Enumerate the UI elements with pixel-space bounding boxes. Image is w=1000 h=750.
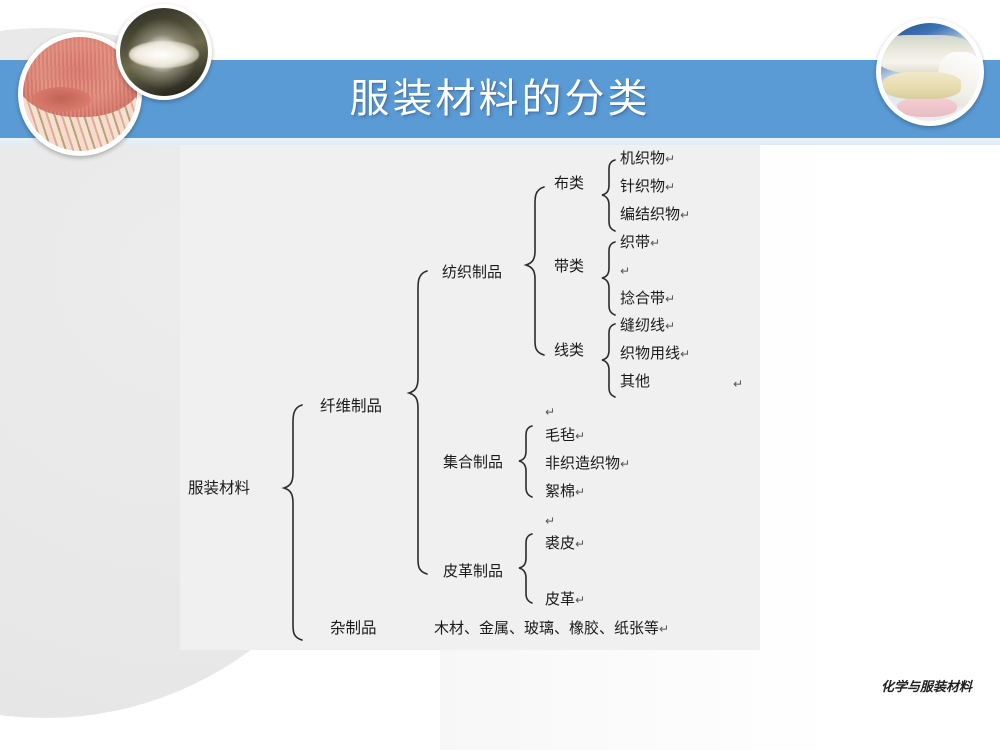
leaf-other-thread-label: 其他: [620, 372, 651, 390]
white-fiber-dark-photo-image: [120, 8, 208, 96]
leaf-fur-label: 裘皮: [545, 534, 576, 552]
cr-mark-icon: ↵: [650, 236, 661, 250]
leaf-leather-label: 皮革: [545, 590, 576, 608]
cr-mark-icon: ↵: [680, 347, 691, 361]
node-misc-products: 杂制品: [330, 619, 377, 637]
page-title: 服装材料的分类: [349, 76, 651, 122]
leaf-twisted-tape-label: 捻合带: [620, 289, 666, 307]
leaf-braided-fabric: 编结织物↵: [620, 204, 690, 225]
white-fiber-dark-photo: [116, 4, 212, 100]
leaf-fabric-thread: 织物用线↵: [620, 343, 690, 364]
leaf-misc-list: 木材、金属、玻璃、橡胶、纸张等↵: [434, 618, 669, 639]
leaf-woven-fabric-label: 机织物: [620, 149, 666, 167]
cr-mark-icon: ↵: [575, 537, 586, 551]
leaf-woven-tape: 织带↵: [620, 232, 660, 253]
brace-leather-products: [518, 533, 533, 604]
folded-pastel-fabric-photo: [876, 18, 984, 126]
diagram-braces: [281, 159, 616, 641]
brace-root: [281, 404, 303, 641]
cr-mark-icon: ↵: [665, 292, 676, 306]
cr-mark-icon: ↵: [620, 264, 631, 278]
leaf-woven-fabric: 机织物↵: [620, 148, 675, 169]
leaf-sewing-thread-label: 缝纫线: [620, 316, 666, 334]
leaf-woven-tape-label: 织带: [620, 233, 651, 251]
leaf-felt: 毛毡↵: [545, 425, 585, 446]
fabric-roll-pink: [896, 97, 958, 118]
node-textile-products: 纺织制品: [442, 263, 503, 281]
leaf-felt-label: 毛毡: [545, 426, 576, 444]
cr-mark-icon-aggregate-top: ↵: [545, 405, 556, 419]
leaf-fur: 裘皮↵: [545, 533, 585, 554]
brace-fiber-products: [406, 270, 428, 575]
cr-mark-icon: ↵: [575, 593, 586, 607]
cr-mark-icon: ↵: [659, 622, 670, 636]
leaf-nonwoven-label: 非织造织物: [545, 454, 621, 472]
leaf-sewing-thread: 缝纫线↵: [620, 315, 675, 336]
leaf-twisted-tape: 捻合带↵: [620, 288, 675, 309]
leaf-knitted-fabric: 针织物↵: [620, 176, 675, 197]
cr-mark-icon: ↵: [665, 319, 676, 333]
cr-mark-icon: ↵: [665, 152, 676, 166]
leaf-knitted-fabric-label: 针织物: [620, 177, 666, 195]
leaf-other-thread: 其他: [620, 371, 650, 391]
leaf-nonwoven: 非织造织物↵: [545, 453, 630, 474]
cr-mark-icon-leather-top: ↵: [545, 514, 556, 528]
cr-mark-icon: ↵: [680, 208, 691, 222]
slide-footer: 化学与服装材料: [880, 680, 972, 695]
node-aggregate-products: 集合制品: [443, 453, 504, 471]
folded-pastel-fabric-photo-image: [881, 23, 979, 121]
node-thread-class: 线类: [554, 341, 585, 359]
cr-mark-icon: ↵: [620, 457, 631, 471]
node-root: 服装材料: [188, 479, 251, 497]
cr-mark-icon-other-thread: ↵: [733, 377, 744, 391]
cr-mark-icon: ↵: [665, 180, 676, 194]
diagram-panel: [180, 143, 760, 650]
leaf-wadding-label: 絮棉: [545, 482, 576, 500]
leaf-fabric-thread-label: 织物用线: [620, 344, 681, 362]
brace-thread-class: [601, 323, 616, 398]
leaf-tape-blank: ↵: [620, 260, 630, 281]
brace-aggregate-products: [518, 425, 533, 498]
title-banner-underline: [0, 138, 1000, 145]
leaf-misc-list-label: 木材、金属、玻璃、橡胶、纸张等: [434, 619, 660, 637]
brace-tape-class: [601, 241, 616, 316]
brace-textile-products: [523, 186, 545, 356]
brace-cloth-class: [601, 159, 616, 232]
leaf-braided-fabric-label: 编结织物: [620, 205, 681, 223]
node-cloth-class: 布类: [554, 174, 585, 192]
node-leather-products: 皮革制品: [443, 562, 504, 580]
node-tape-class: 带类: [554, 257, 585, 275]
cr-mark-icon: ↵: [575, 429, 586, 443]
node-fiber-products: 纤维制品: [320, 397, 383, 415]
cr-mark-icon: ↵: [575, 485, 586, 499]
leaf-leather: 皮革↵: [545, 589, 585, 610]
leaf-wadding: 絮棉↵: [545, 481, 585, 502]
